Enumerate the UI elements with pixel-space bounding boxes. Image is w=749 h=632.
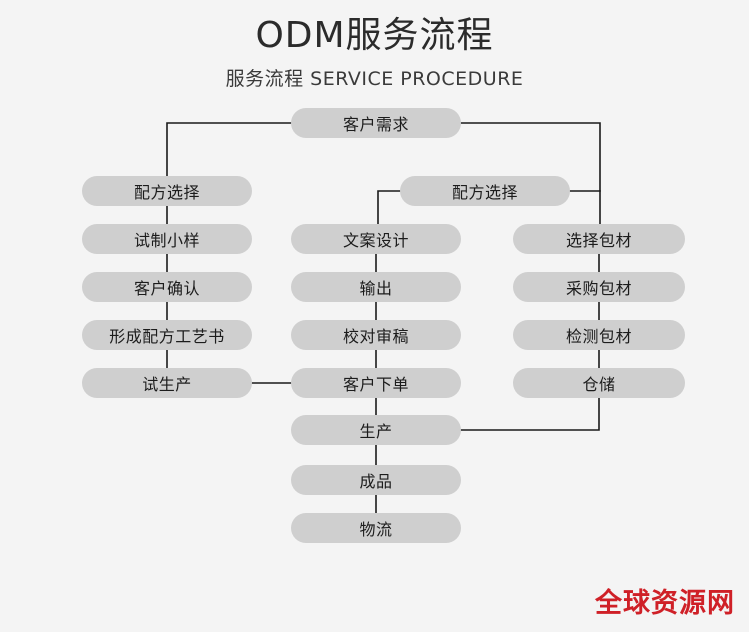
flow-node-label: 生产 [359,422,393,441]
flow-node-m6[interactable]: 成品 [291,465,461,495]
flow-node-label: 客户下单 [342,375,409,394]
flow-node-l2[interactable]: 试制小样 [82,224,252,254]
connector-n0-to-l1 [166,122,292,177]
flow-node-label: 试制小样 [133,231,200,250]
flow-node-label: 采购包材 [565,279,632,298]
flow-node-m0[interactable]: 配方选择 [400,176,570,206]
connector-m0-to-m1 [377,190,401,225]
flow-node-r3[interactable]: 检测包材 [513,320,685,350]
flow-node-r4[interactable]: 仓储 [513,368,685,398]
flow-node-label: 输出 [359,279,393,298]
flow-node-label: 形成配方工艺书 [109,327,225,346]
connector-r4-to-m5 [460,397,600,431]
watermark: 全球资源网 [595,588,735,619]
flow-node-r1[interactable]: 选择包材 [513,224,685,254]
flow-node-label: 文案设计 [342,231,409,250]
flow-node-label: 配方选择 [133,183,200,202]
flow-node-label: 配方选择 [451,183,518,202]
flow-node-label: 客户需求 [342,115,409,134]
flow-node-l5[interactable]: 试生产 [82,368,252,398]
page-title: ODM服务流程 [255,15,494,56]
page-subtitle: 服务流程 SERVICE PROCEDURE [225,68,524,90]
flow-node-m5[interactable]: 生产 [291,415,461,445]
flow-node-label: 物流 [359,520,393,539]
flow-node-l3[interactable]: 客户确认 [82,272,252,302]
flow-node-label: 选择包材 [565,231,632,250]
flow-node-r2[interactable]: 采购包材 [513,272,685,302]
header-block: ODM服务流程 服务流程 SERVICE PROCEDURE [0,14,749,92]
flow-node-label: 试生产 [142,375,192,394]
flow-node-m4[interactable]: 客户下单 [291,368,461,398]
flow-node-m3[interactable]: 校对审稿 [291,320,461,350]
flow-node-l4[interactable]: 形成配方工艺书 [82,320,252,350]
flow-node-label: 客户确认 [133,279,200,298]
flow-node-label: 校对审稿 [342,327,409,346]
flow-node-n0[interactable]: 客户需求 [291,108,461,138]
flow-node-m7[interactable]: 物流 [291,513,461,543]
flow-node-m1[interactable]: 文案设计 [291,224,461,254]
flow-node-label: 成品 [359,472,393,491]
flow-node-label: 检测包材 [565,327,632,346]
flow-node-m2[interactable]: 输出 [291,272,461,302]
flow-node-l1[interactable]: 配方选择 [82,176,252,206]
flow-node-label: 仓储 [582,375,616,394]
